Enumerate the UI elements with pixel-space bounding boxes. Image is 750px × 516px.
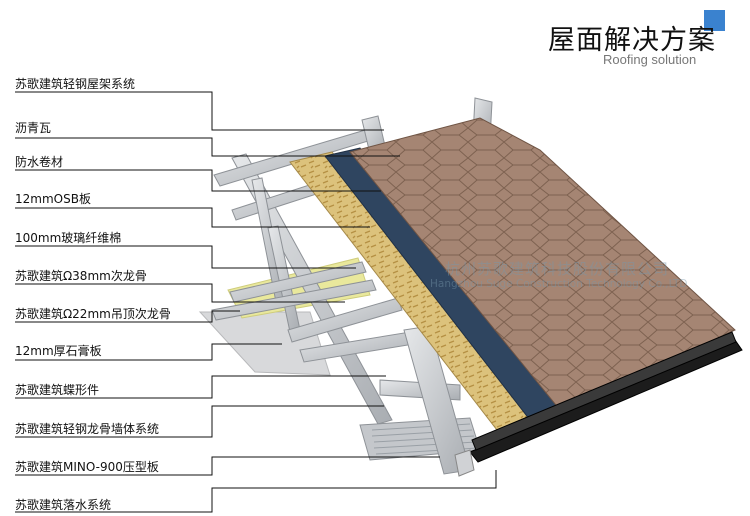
downspout-bracket <box>454 449 475 477</box>
leader-line <box>15 343 282 361</box>
leader-line <box>15 310 240 323</box>
watermark-company-zh: 杭州苏歌建筑科技股份有限公司 <box>445 260 670 278</box>
label-butterfly-connector: 苏歌建筑蝶形件 <box>15 383 100 397</box>
gutter <box>469 331 743 463</box>
leader-line <box>15 137 400 157</box>
leader-lines <box>15 91 497 513</box>
watermark-company-en: Hangzhou Suge Construction Technology Co… <box>430 278 688 290</box>
page-subtitle: Roofing solution <box>603 52 697 67</box>
label-gypsum-board: 12mm厚石膏板 <box>15 344 102 358</box>
asphalt-shingles <box>349 117 736 411</box>
leader-line <box>15 456 440 476</box>
leader-line <box>15 245 356 269</box>
label-asphalt-shingle: 沥青瓦 <box>15 121 52 135</box>
label-steel-roof-truss: 苏歌建筑轻钢屋架系统 <box>15 77 136 91</box>
leader-line <box>15 91 384 131</box>
leader-line <box>15 207 370 228</box>
title-accent-square <box>704 10 725 31</box>
page-title: 屋面解决方案 <box>548 25 716 56</box>
label-osb-board: 12mmOSB板 <box>15 192 91 206</box>
steel-truss <box>211 97 493 425</box>
leader-line <box>15 405 384 438</box>
label-mino900-deck: 苏歌建筑MINO-900压型板 <box>15 460 159 474</box>
leader-line <box>15 470 497 513</box>
label-omega22-ceiling-batten: 苏歌建筑Ω22mm吊顶次龙骨 <box>15 307 171 321</box>
label-wall-system: 苏歌建筑轻钢龙骨墙体系统 <box>15 422 160 436</box>
leader-line <box>15 283 345 303</box>
leader-line <box>15 169 381 192</box>
label-drainage-system: 苏歌建筑落水系统 <box>15 498 112 512</box>
leader-line <box>15 375 386 399</box>
label-omega38-purlin: 苏歌建筑Ω38mm次龙骨 <box>15 269 147 283</box>
label-waterproof-membrane: 防水卷材 <box>15 155 64 169</box>
label-glass-wool: 100mm玻璃纤维棉 <box>15 231 122 245</box>
